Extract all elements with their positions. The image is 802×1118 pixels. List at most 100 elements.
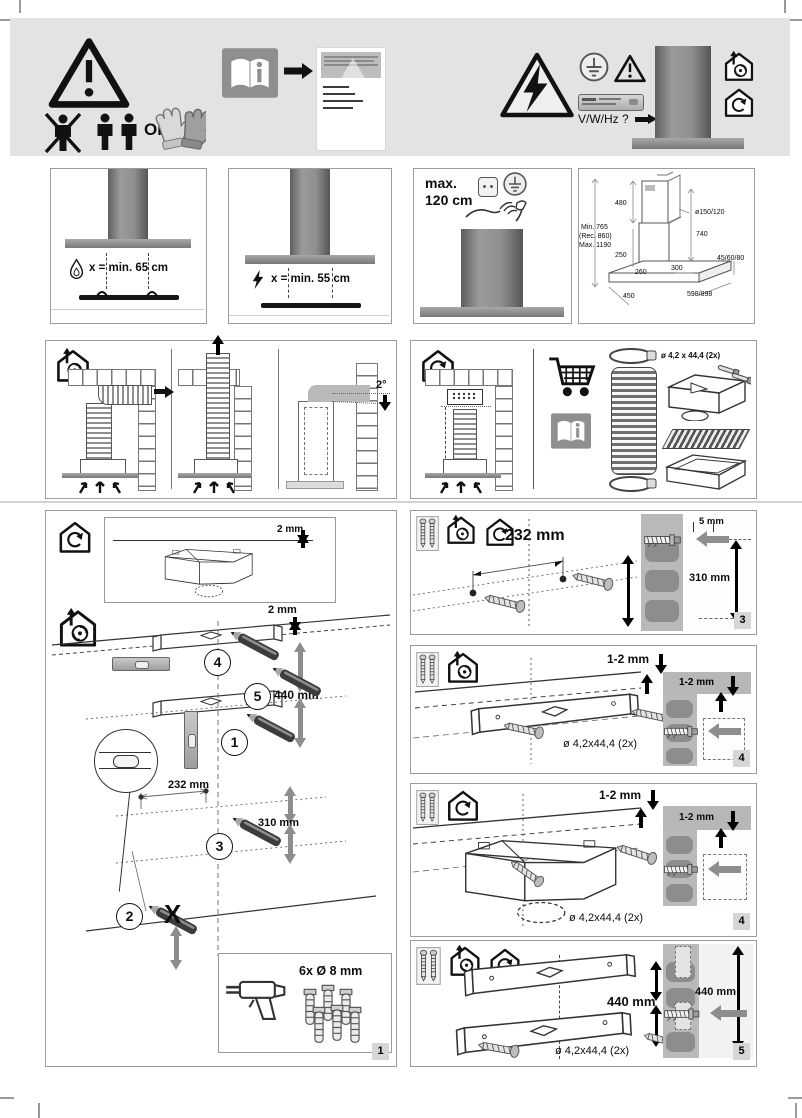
dim-min: Min. 765 [581, 224, 608, 231]
measure-arrow [650, 961, 662, 1001]
gas-clearance-label: x = min. 65 cm [89, 262, 168, 274]
drill-icon [223, 970, 297, 1034]
airflow-arrows [192, 481, 236, 494]
screw-size-label: ø 4,2x44,4 (2x) [555, 1045, 629, 1057]
step3-panel: 232 mm 5 mm [410, 510, 757, 635]
measure-arrow [622, 555, 634, 627]
arrow-right-icon [284, 63, 313, 79]
spacing-label: 232 mm [505, 527, 565, 544]
gap-label: 1-2 mm [607, 652, 650, 666]
dim-250: 250 [615, 252, 627, 259]
safety-banner: OK! [10, 18, 790, 156]
screws-pack-icon [416, 947, 441, 985]
up-arrow [634, 808, 647, 828]
gap-label: 1-2 mm [599, 788, 642, 802]
grounding-icon [578, 51, 610, 83]
bracket-distance-label: 440 mm [607, 994, 656, 1009]
cross-mark: X [164, 899, 182, 929]
airflow-arrows [78, 481, 122, 494]
protrusion-label: 5 mm [699, 516, 724, 527]
crop-mark [0, 1097, 14, 1099]
high-voltage-icon [498, 50, 576, 120]
step-badge: 4 [733, 750, 750, 767]
vertical-label: 310 mm [689, 572, 730, 584]
bracket-graphic [465, 689, 645, 742]
measure-arrow [732, 946, 744, 1050]
thumbnail-text-lines [323, 86, 377, 109]
inset-gap-label: 1-2 mm [679, 812, 715, 823]
arrow-right-small [635, 117, 649, 122]
shopping-cart-icon [547, 353, 599, 401]
filter-frame-graphic [664, 454, 748, 490]
mark-circle-3: 3 [206, 833, 233, 860]
diverter-gap-label: 2 mm [277, 524, 304, 535]
down-arrow [726, 676, 739, 696]
dim-width: 598/898 [687, 291, 713, 298]
adapter-box-graphic [666, 365, 751, 421]
dimension-drawing [591, 171, 735, 306]
step-badge: 1 [372, 1043, 389, 1060]
electric-clearance-panel: x = min. 55 cm [228, 168, 392, 324]
flexible-hose-graphic [611, 367, 657, 475]
dim-740: 740 [696, 231, 708, 238]
recirculation-mode-panel: ø 4,2 x 44,4 (2x) [410, 340, 757, 499]
step5-panel: 440 mm ø 4,2x44,4 (2x) 440 mm 5 [410, 940, 757, 1067]
accessory-screws-label: ø 4,2 x 44,4 (2x) [661, 351, 721, 360]
dim-450: 450 [623, 293, 635, 300]
section-divider [0, 501, 802, 503]
grille-graphic [452, 392, 476, 400]
crop-mark [788, 1097, 802, 1099]
max-length-label-1: max. [425, 175, 457, 191]
up-arrow [714, 692, 727, 712]
dim-rec: (Rec. 860) [579, 233, 612, 240]
push-arrow [696, 531, 729, 547]
push-arrow [708, 723, 741, 739]
screw-size-label: ø 4,2x44,4 (2x) [569, 912, 643, 924]
step-badge: 3 [734, 612, 751, 629]
wall-plug-screw-icon [663, 1006, 713, 1022]
wall-plug-icon [348, 1006, 362, 1046]
airflow-arrows [439, 481, 483, 494]
power-connection-panel: max. 120 cm [413, 168, 572, 324]
dim-body-height: 45/60/80 [717, 255, 745, 262]
hose-clamp-icon [609, 476, 657, 492]
level-magnifier [94, 729, 158, 793]
grounding-icon [502, 171, 528, 197]
exhaust-mode-icon [722, 50, 756, 82]
step4-exhaust-panel: 1-2 mm ø 4,2x44,4 (2x) 1-2 mm 4 [410, 645, 757, 774]
step-badge: 5 [733, 1043, 750, 1060]
wall-plug-icon [330, 1004, 344, 1044]
electric-clearance-label: x = min. 55 cm [271, 273, 350, 285]
up-arrow [714, 828, 727, 848]
step-badge: 4 [733, 913, 750, 930]
gas-flame-icon [68, 258, 85, 280]
gloves-icon [155, 107, 206, 150]
socket-icon [478, 177, 498, 197]
spirit-level-graphic [112, 657, 170, 671]
drill-size-label: 6x Ø 8 mm [299, 964, 363, 978]
measure-arrow [730, 540, 742, 622]
down-arrow [646, 790, 659, 810]
crop-mark [784, 0, 786, 13]
dimensions-panel: 480 ø150/120 740 Min. 765 (Rec. 860) Max… [578, 168, 755, 324]
manual-book-icon [551, 413, 591, 449]
recirculation-mode-icon [56, 519, 94, 554]
wall-plug-icon [312, 1006, 326, 1046]
gray-arrow [284, 824, 296, 864]
gray-arrow [170, 926, 182, 970]
slope-label: 2° [376, 379, 387, 391]
max-length-label-2: 120 cm [425, 192, 473, 208]
wall-inset: 1-2 mm [663, 806, 751, 906]
step1-marking-panel: 2 mm [45, 510, 397, 1067]
measure-arrow [650, 1005, 662, 1047]
mark-circle-2: 2 [116, 903, 143, 930]
dim-300: 300 [671, 265, 683, 272]
diverter-inset: 2 mm [104, 517, 336, 603]
mark-circle-1: 1 [221, 729, 248, 756]
inset-gap-label: 1-2 mm [679, 677, 715, 688]
hose-clamp-icon [609, 348, 657, 364]
up-arrow [640, 674, 653, 694]
gray-arrow [294, 698, 306, 748]
electric-bolt-icon [251, 269, 265, 290]
